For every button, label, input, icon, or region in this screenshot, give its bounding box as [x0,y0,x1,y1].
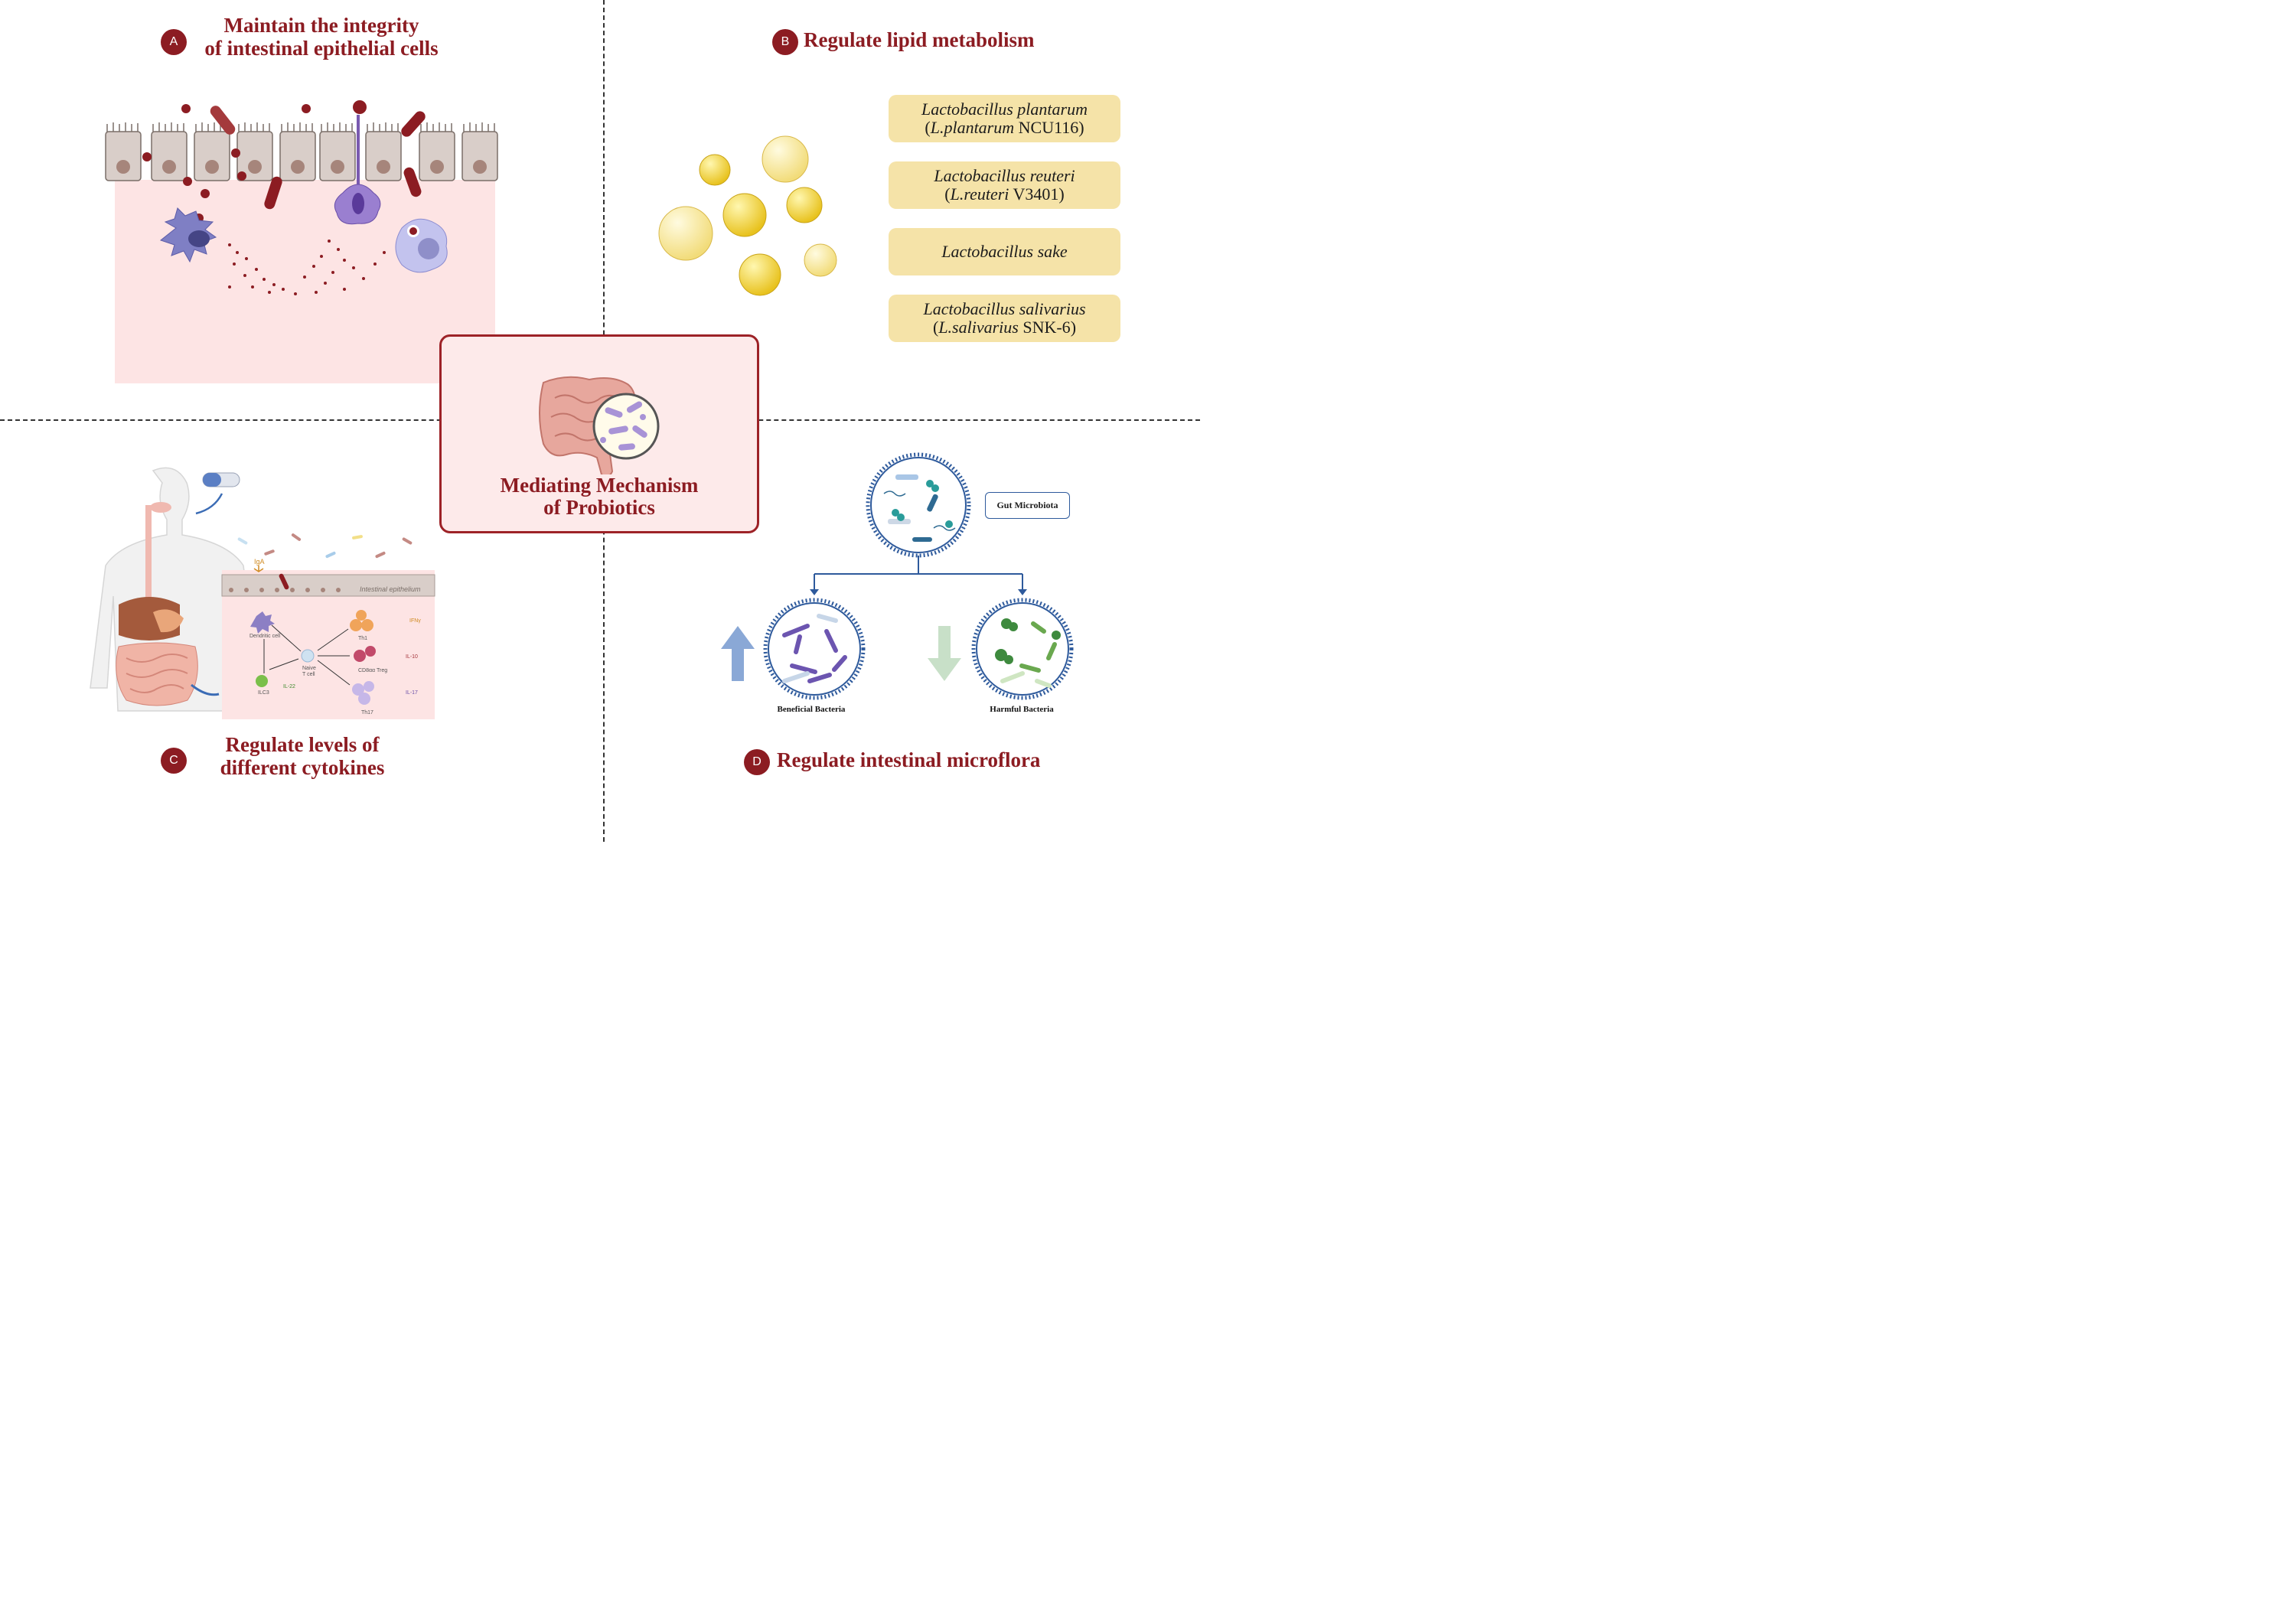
down-arrow-icon [928,626,961,681]
section-b-title: Regulate lipid metabolism [804,28,1035,51]
section-a-title-line2: of intestinal epithelial cells [204,37,439,60]
ifng-label: IFNγ [409,618,421,624]
badge-c: C [161,748,187,774]
strain-box: Lactobacillus sake [889,228,1120,275]
pathway-arrows [263,624,351,686]
strain-box: Lactobacillus salivarius (L.salivarius S… [889,295,1120,342]
naive-t-cell [301,649,315,663]
panel-epithelium [221,574,435,597]
th1-cells [350,610,373,631]
dendritic-cell-left [159,207,217,263]
strain-abbr-line: (L.plantarum NCU116) [925,118,1084,137]
strain-code: SNK-6 [1022,318,1071,337]
treg-cells [354,646,376,662]
center-title-line1: Mediating Mechanism [500,474,699,497]
il17-label: IL-17 [406,690,418,696]
harmful-bacteria-label: Harmful Bacteria [990,705,1054,714]
zoom-arrow [191,683,220,696]
il10-label: IL-10 [406,654,418,660]
dendritic-cell-right [334,115,381,225]
harmful-bacteria-circle [971,598,1074,700]
section-d-title: Regulate intestinal microflora [777,748,1041,771]
intestine-probiotics-icon [539,376,660,474]
strain-species: Lactobacillus sake [941,242,1068,261]
badge-b: B [772,29,798,55]
panel-bacteria [237,533,413,590]
badge-a: A [161,29,187,55]
cytokine-illustration: IgA Intestinal epithelium Dendritic cell… [90,467,435,719]
cytokine-dots [228,240,386,295]
up-arrow-icon [721,626,755,681]
microflora-diagram [721,452,1074,700]
strain-abbr: L.reuteri [950,184,1009,204]
center-title: Mediating Mechanism of Probiotics [439,474,759,519]
section-c-title-line2: different cytokines [220,756,385,779]
section-c-title-line1: Regulate levels of [225,733,380,756]
dendritic-cell-small [250,611,275,634]
th1-label: Th1 [358,636,367,641]
section-a-title-line1: Maintain the integrity [223,14,419,37]
human-body [90,467,259,712]
strain-box: Lactobacillus plantarum (L.plantarum NCU… [889,95,1120,142]
ilc3-cell [256,675,268,687]
strain-species: Lactobacillus plantarum [921,99,1088,119]
lipid-droplets [658,135,837,296]
strain-abbr: L.plantarum [930,118,1015,137]
branch-lines [814,556,1023,593]
naive-t-cell-label-1: Naive [302,666,316,671]
strain-abbr: L.salivarius [938,318,1019,337]
beneficial-bacteria-circle [763,598,866,700]
bacteria-dots [142,100,367,223]
th17-label: Th17 [361,710,373,715]
epithelial-cells [105,122,498,181]
strain-box: Lactobacillus reuteri (L.reuteri V3401) [889,161,1120,209]
dendritic-cell-label: Dendritic cell [249,634,281,639]
th17-cells [352,681,374,705]
gut-microbiota-label: Gut Microbiota [985,492,1070,519]
strain-species: Lactobacillus salivarius [923,299,1086,318]
center-title-line2: of Probiotics [543,496,655,519]
macrophage [395,218,448,273]
il22-label: IL-22 [283,684,295,689]
naive-t-cell-label-2: T cell [302,672,315,677]
strain-code: V3401 [1013,184,1059,204]
gut-microbiota-circle [866,452,971,558]
epithelium-illustration [105,100,498,383]
epithelium-label: Intestinal epithelium [360,585,421,593]
strain-abbr-line: (L.salivarius SNK-6) [932,318,1077,337]
strain-species: Lactobacillus reuteri [934,166,1075,185]
strain-code: NCU116 [1018,118,1079,137]
iga-label: IgA [254,558,265,566]
strain-abbr-line: (L.reuteri V3401) [944,184,1065,204]
section-a-title: Maintain the integrity of intestinal epi… [184,14,459,60]
treg-label: CD8αα Treg [358,668,387,673]
lamina-propria [115,180,495,383]
capsule [195,472,240,515]
beneficial-bacteria-label: Beneficial Bacteria [777,705,846,714]
section-c-title: Regulate levels of different cytokines [176,733,429,779]
bacteria-rods [210,106,426,210]
badge-d: D [744,749,770,775]
ilc3-label: ILC3 [258,690,269,696]
